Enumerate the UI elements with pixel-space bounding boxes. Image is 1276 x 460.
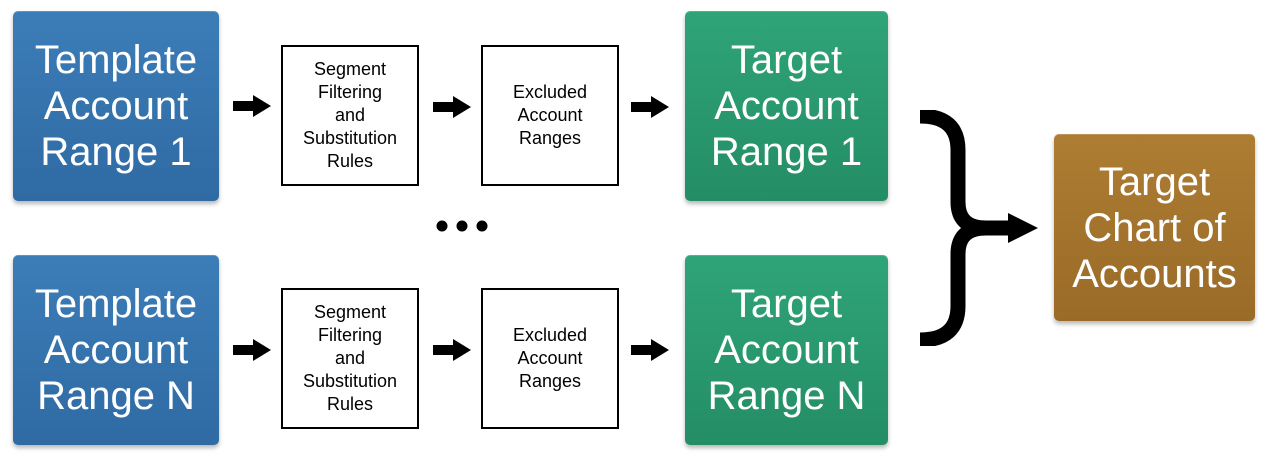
segment-filtering-rules-label-n: Segment Filtering and Substitution Rules <box>302 302 398 414</box>
segment-filtering-rules-box-n: Segment Filtering and Substitution Rules <box>281 288 419 429</box>
right-arrow-icon <box>433 96 471 118</box>
segment-filtering-rules-label-1: Segment Filtering and Substitution Rules <box>302 59 398 171</box>
target-account-range-n-label: Target Account Range N <box>707 282 866 418</box>
right-arrow-icon <box>433 339 471 361</box>
template-account-range-1-box: Template Account Range 1 <box>13 11 219 201</box>
right-arrow-icon <box>631 96 669 118</box>
template-account-range-n-box: Template Account Range N <box>13 255 219 445</box>
target-account-range-n-box: Target Account Range N <box>685 255 888 445</box>
segment-filtering-rules-box-1: Segment Filtering and Substitution Rules <box>281 45 419 186</box>
target-chart-of-accounts-box: Target Chart of Accounts <box>1054 134 1255 321</box>
merge-brace-arrow-icon <box>919 110 1038 346</box>
right-arrow-icon <box>233 95 271 117</box>
template-account-range-n-label: Template Account Range N <box>34 282 198 418</box>
target-account-range-1-box: Target Account Range 1 <box>685 11 888 201</box>
excluded-account-ranges-box-1: Excluded Account Ranges <box>481 45 619 186</box>
right-arrow-icon <box>233 339 271 361</box>
excluded-account-ranges-label-1: Excluded Account Ranges <box>512 82 588 148</box>
right-arrow-icon <box>631 339 669 361</box>
target-chart-of-accounts-label: Target Chart of Accounts <box>1072 159 1237 296</box>
excluded-account-ranges-label-n: Excluded Account Ranges <box>512 325 588 391</box>
template-account-range-1-label: Template Account Range 1 <box>34 38 198 174</box>
target-account-range-1-label: Target Account Range 1 <box>710 38 863 174</box>
ellipsis-icon <box>436 220 488 232</box>
excluded-account-ranges-box-n: Excluded Account Ranges <box>481 288 619 429</box>
